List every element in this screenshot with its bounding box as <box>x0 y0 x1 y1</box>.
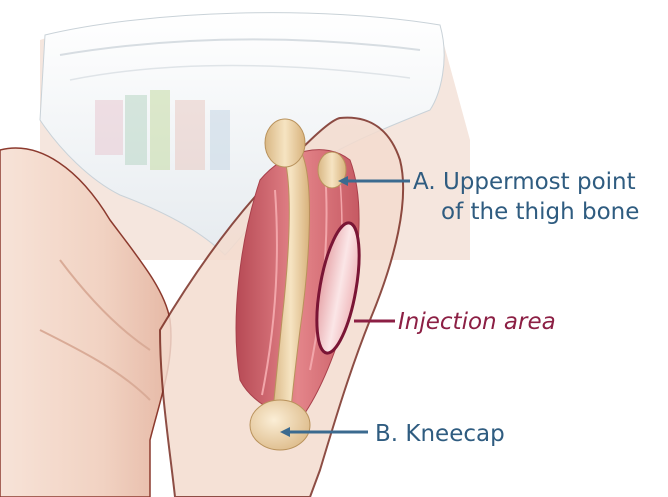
label-femur-top: A. Uppermost point of the thigh bone <box>413 167 639 227</box>
label-injection-area: Injection area <box>398 307 556 337</box>
label-femur-top-line2: of the thigh bone <box>413 197 639 227</box>
label-femur-top-line1: A. Uppermost point <box>413 167 639 197</box>
label-kneecap: B. Kneecap <box>375 419 505 449</box>
kneecap <box>250 400 310 450</box>
